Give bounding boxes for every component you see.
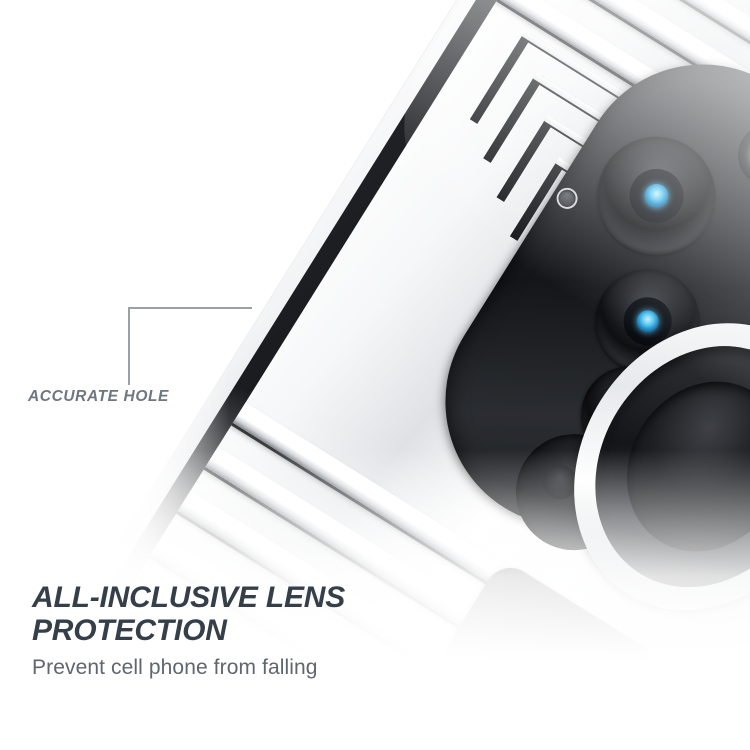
marketing-copy-block: ALL-INCLUSIVE LENS PROTECTION Prevent ce…	[32, 581, 592, 681]
camera-cutout-hole	[555, 186, 579, 211]
led-flash-icon	[726, 112, 750, 199]
headline-text: ALL-INCLUSIVE LENS PROTECTION	[32, 581, 346, 647]
led-flash-bulb	[745, 131, 750, 180]
camera-lens-1	[575, 114, 738, 278]
subhead-text: Prevent cell phone from falling	[32, 656, 318, 679]
ring-holder-core	[595, 351, 750, 582]
